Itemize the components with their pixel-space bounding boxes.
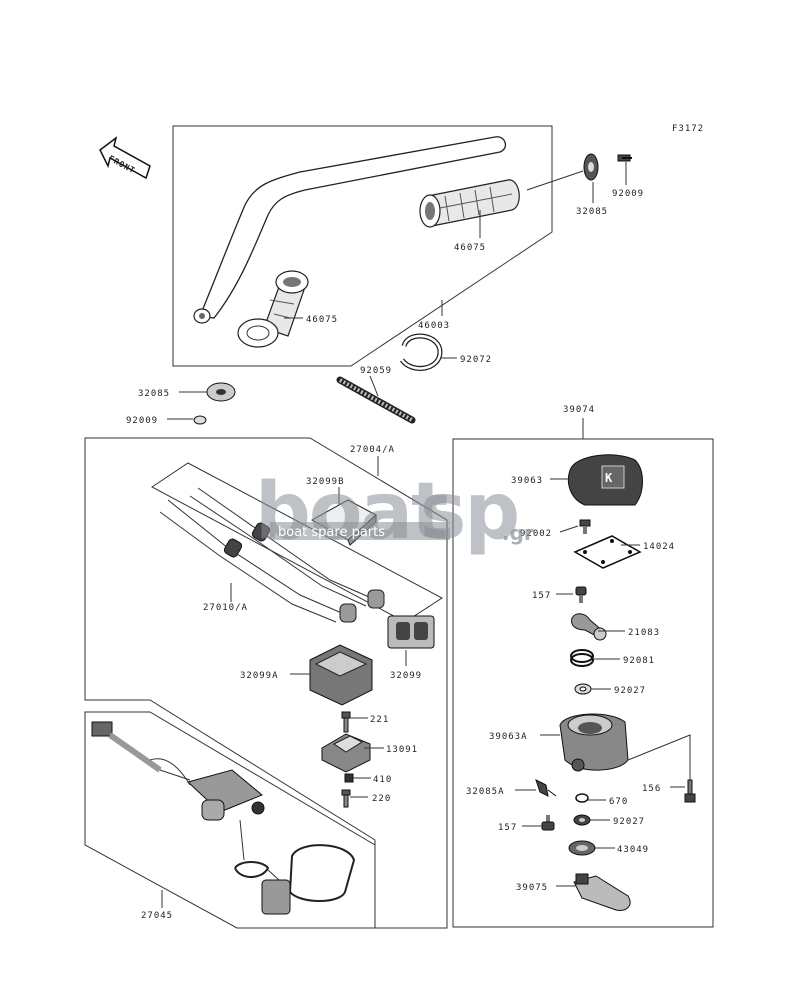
handlebar-group-frame [172,125,553,367]
cable-guide-icon [535,779,557,797]
part-label: 39063A [489,732,528,742]
part-label: 670 [609,797,628,807]
wire-harness-illustration [159,487,385,623]
throttle-cover-illustration: K [567,454,643,506]
part-label: 21083 [628,628,660,638]
watermark-tagline: boat spare parts [278,525,385,540]
figure-code: F3172 [672,124,704,134]
spiral-tube-icon [336,376,416,424]
switch-housing-illustration [309,644,373,706]
right-grip-illustration [419,179,520,228]
part-label: 32099 [390,671,422,681]
lanyard-switch-illustration [91,721,356,915]
part-label: 14024 [643,542,675,552]
watermark-logo: boat sp .gr boat spare parts [255,467,534,557]
part-label: 39074 [563,405,595,415]
washer-92027-top-icon [574,683,592,695]
o-ring-670-icon [575,793,589,803]
part-label: 13091 [386,745,418,755]
lanyard-group-frame [84,711,376,929]
screw-157-top-icon [575,586,587,603]
gasket-plate-illustration [573,535,642,569]
part-label: 39075 [516,883,548,893]
throttle-trigger-illustration [573,873,631,911]
part-label: 46003 [418,321,450,331]
seal-43049-icon [568,840,596,856]
leader-lines [161,162,685,908]
clamp-ring-icon [399,333,443,371]
part-label: 43049 [617,845,649,855]
part-label: 410 [373,775,392,785]
screw-221-icon [341,711,351,733]
part-label: 32085 [138,389,170,399]
throttle-housing-illustration [559,713,691,780]
part-label: 46075 [454,243,486,253]
part-label: 27045 [141,911,173,921]
watermark-tld: .gr [502,521,534,545]
part-label: 92027 [614,686,646,696]
housing-clamp-illustration [321,733,371,773]
throttle-lever-illustration [571,613,607,641]
part-label: 157 [498,823,517,833]
part-label: 46075 [306,315,338,325]
screw-92002-icon [579,519,591,534]
part-label: 92081 [623,656,655,666]
part-label: 221 [370,715,389,725]
switch-button-block-illustration [387,615,435,649]
part-label: 156 [642,784,661,794]
harness-subgroup-frame [151,462,443,623]
part-label: 32085 [576,207,608,217]
part-label: 32099B [306,477,345,487]
bar-end-weight-left-icon [206,382,236,402]
part-label: 92009 [612,189,644,199]
part-label: 27004/A [350,445,395,455]
screw-157-bottom-icon [541,815,555,831]
part-label: 92009 [126,416,158,426]
screw-220-icon [341,789,351,808]
part-label: 27010/A [203,603,248,613]
front-arrow-icon: FRONT [99,136,151,180]
spring-92081-icon [570,649,594,667]
part-label: 92002 [520,529,552,539]
part-label: 92027 [613,817,645,827]
part-label: 220 [372,794,391,804]
washer-92027-bottom-icon [573,814,591,826]
screw-right-icon [617,154,632,162]
bolt-156-icon [684,779,696,803]
part-label: 92072 [460,355,492,365]
watermark-brand-a: boat [255,467,447,557]
part-label: 32099A [240,671,279,681]
handlebar-illustration [193,136,507,324]
spring-410-icon [344,773,354,783]
part-label: 39063 [511,476,543,486]
part-labels: 92009 32085 46075 46075 46003 92072 9205… [126,189,675,921]
kawasaki-logo-icon: K [605,471,613,485]
part-label: 157 [532,591,551,601]
left-grip-illustration [237,270,309,348]
part-label: 92059 [360,366,392,376]
watermark-brand-b: sp [420,467,518,557]
screw-left-icon [193,415,207,425]
part-label: 32085A [466,787,505,797]
bar-end-weight-right-icon [583,153,599,181]
